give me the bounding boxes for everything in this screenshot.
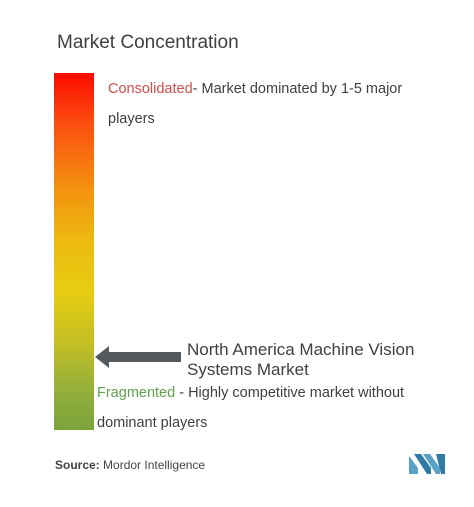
fragmented-description: Fragmented - Highly competitive market w… <box>97 378 404 438</box>
concentration-gradient-bar <box>54 73 94 430</box>
market-name-line1: North America Machine Vision <box>187 340 415 359</box>
consolidated-description: Consolidated- Market dominated by 1-5 ma… <box>108 74 402 134</box>
consolidated-text-line2: players <box>108 111 155 127</box>
source-value: Mordor Intelligence <box>103 458 206 472</box>
source-credit: Source: Mordor Intelligence <box>55 458 205 472</box>
source-label: Source: <box>55 458 100 472</box>
consolidated-label: Consolidated <box>108 81 193 97</box>
market-name: North America Machine Vision Systems Mar… <box>187 340 447 380</box>
fragmented-text-line2: dominant players <box>97 415 208 431</box>
fragmented-text: - Highly competitive market without <box>175 385 405 401</box>
chart-title: Market Concentration <box>57 32 239 53</box>
left-arrow-icon <box>95 346 181 368</box>
consolidated-text: - Market dominated by 1-5 major <box>192 81 403 97</box>
fragmented-label: Fragmented <box>97 385 176 401</box>
mordor-intelligence-logo <box>409 454 445 474</box>
market-name-line2: Systems Market <box>187 360 309 379</box>
